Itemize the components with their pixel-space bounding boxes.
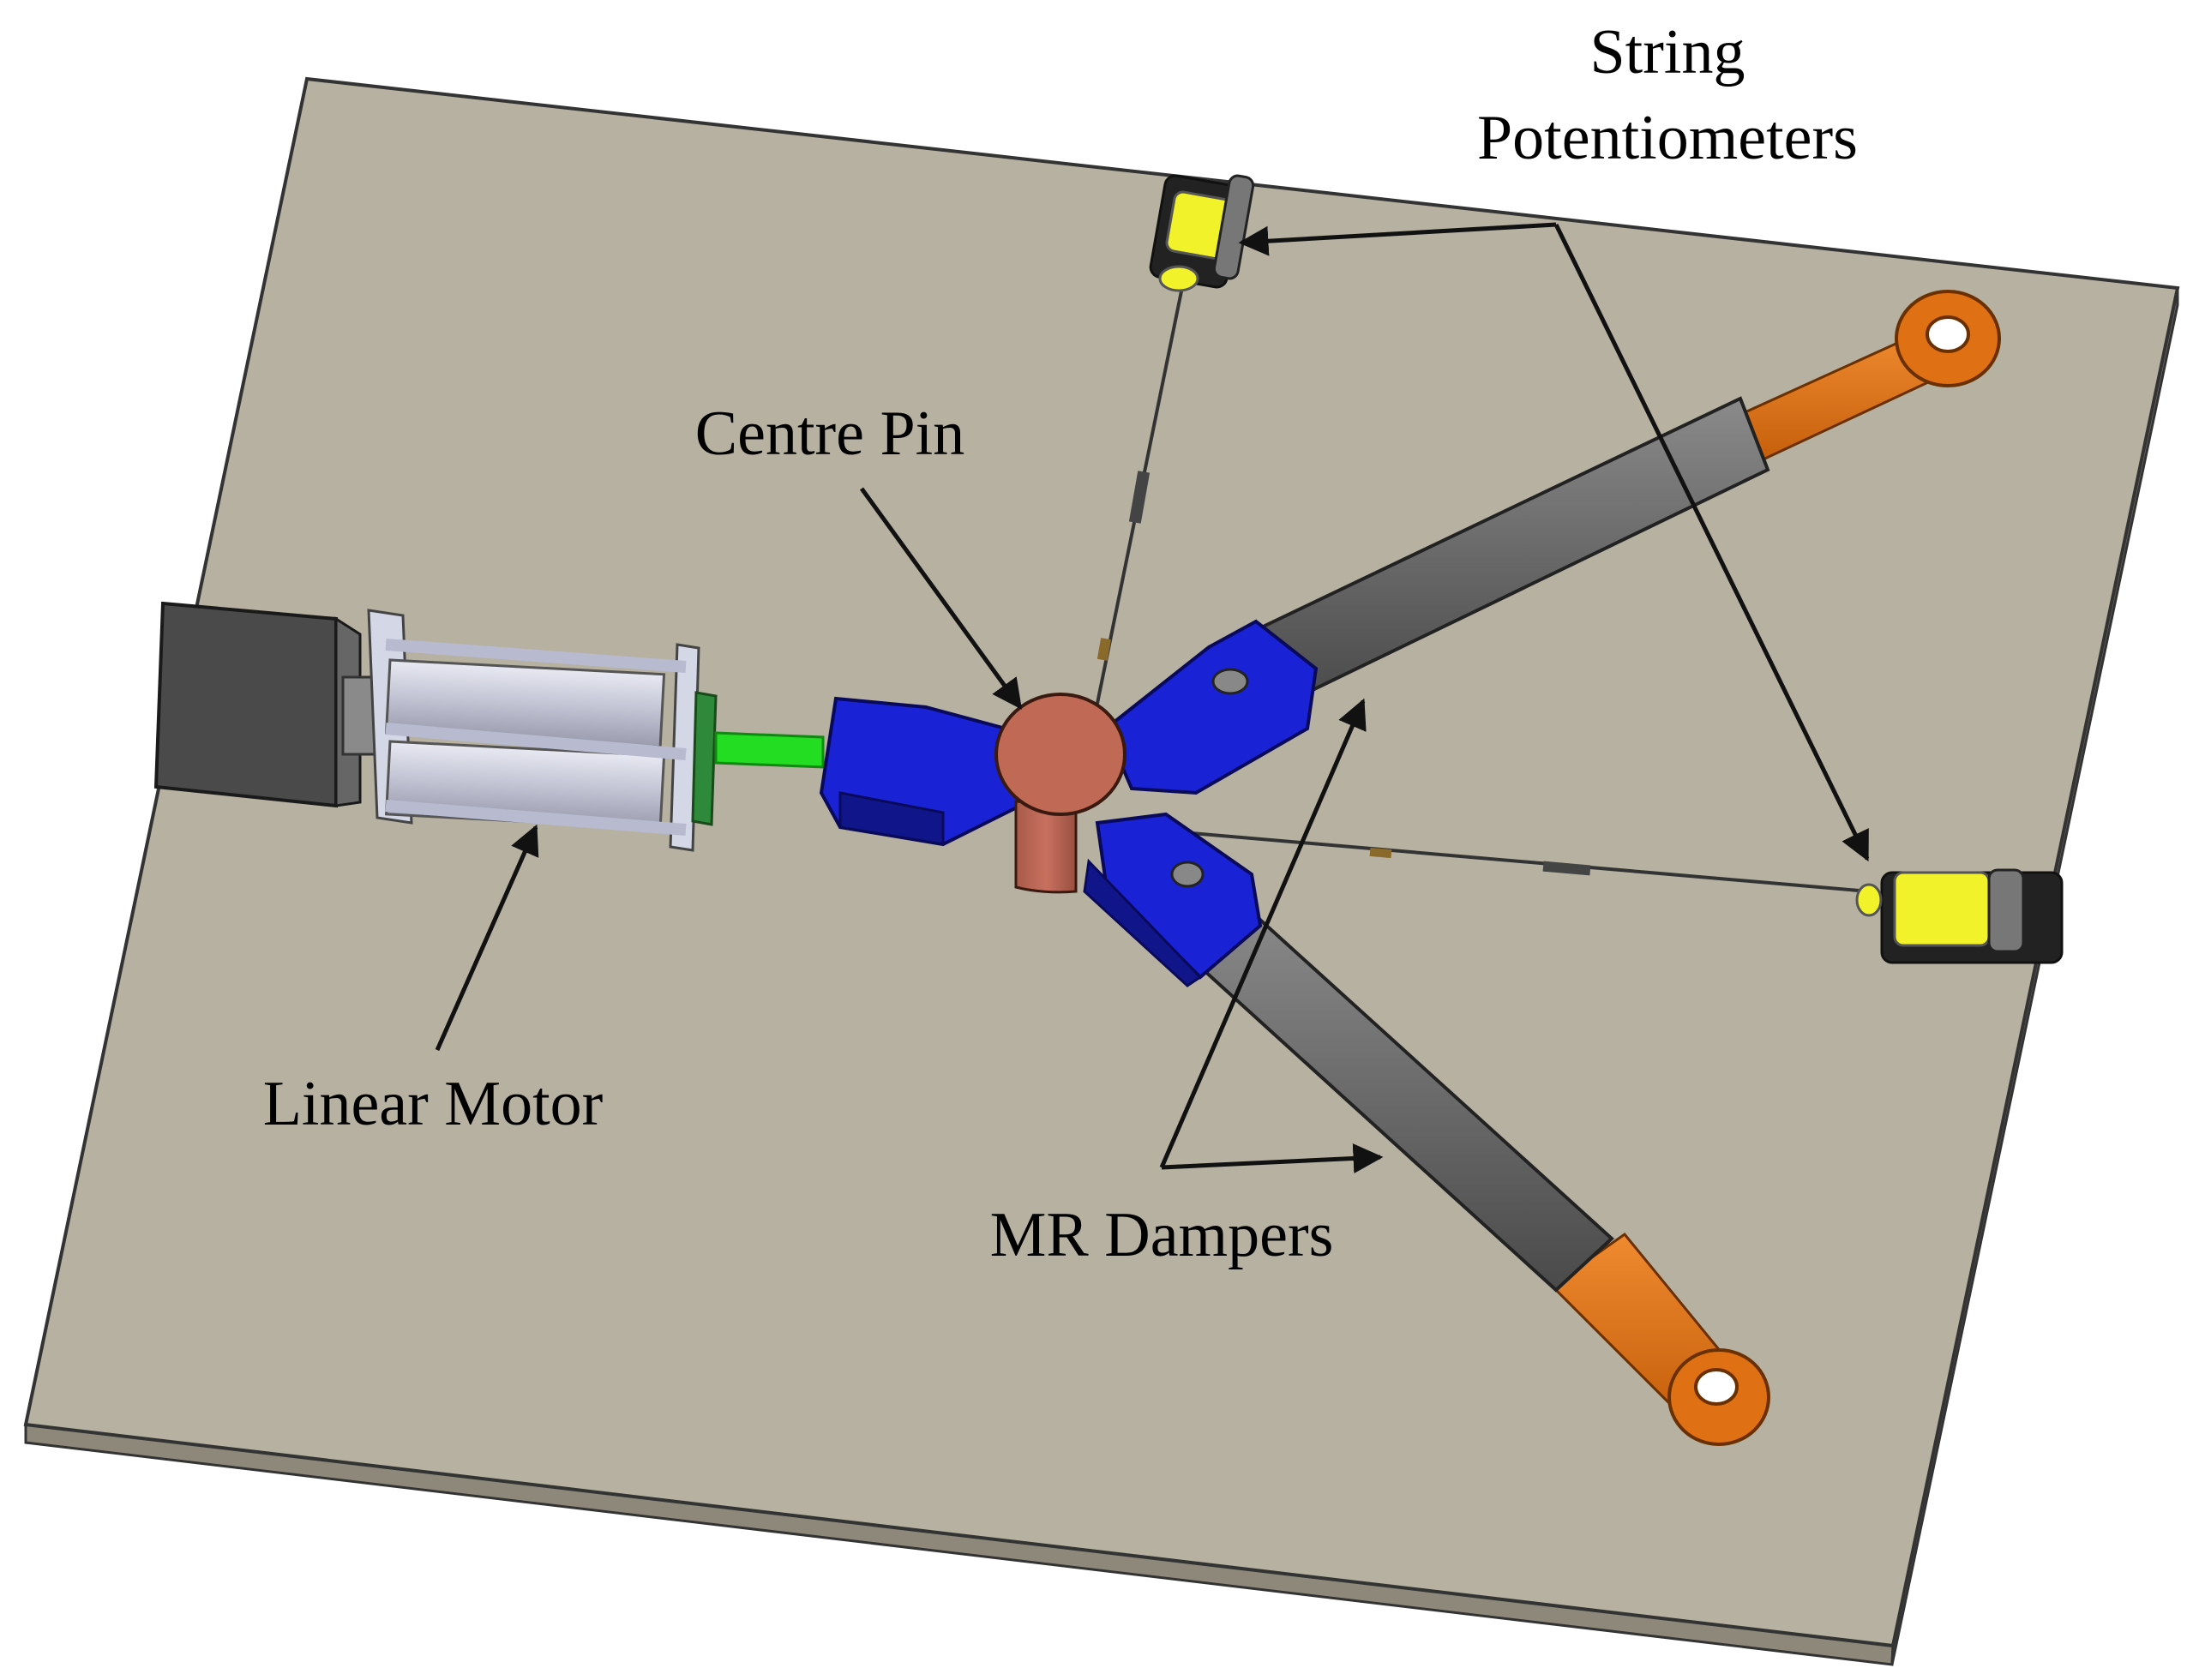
label-mr-dampers: MR Dampers <box>990 1200 1334 1270</box>
centre-pin-head <box>994 693 1127 816</box>
labels: String Potentiometers Centre Pin Linear … <box>263 17 1858 1270</box>
arrow-centre-pin <box>859 487 1023 710</box>
base-plate <box>23 76 2180 1666</box>
actuator-rod <box>714 731 825 769</box>
label-string-potentiometers-line1: String <box>1590 17 1745 87</box>
potentiometer-top <box>1149 174 1255 292</box>
potentiometer-right <box>1855 868 2064 964</box>
mr-damper-lower <box>1180 902 1770 1446</box>
arrow-mr-damper-lower <box>1161 1143 1384 1173</box>
motor-frame-right <box>669 643 700 852</box>
label-string-potentiometers-line2: Potentiometers <box>1477 103 1858 173</box>
arrow-potentiometer-top <box>1238 222 1557 256</box>
annotation-arrows <box>435 222 1870 1173</box>
centre-pin <box>994 693 1127 894</box>
arrow-potentiometer-right <box>1553 223 1870 862</box>
centre-pin-shaft <box>1014 800 1078 894</box>
potentiometer-right-body <box>1893 871 1991 947</box>
arrow-linear-motor <box>435 824 539 1052</box>
label-centre-pin: Centre Pin <box>695 399 964 469</box>
arrow-mr-damper-upper <box>1159 698 1367 1168</box>
motor-end-plate <box>691 691 718 826</box>
clevis-upper <box>1103 619 1319 795</box>
label-linear-motor: Linear Motor <box>263 1069 604 1139</box>
motor-block <box>153 601 338 808</box>
clevis-assembly <box>819 619 1319 987</box>
string-wires <box>1091 282 1870 893</box>
linear-motor <box>153 601 825 852</box>
